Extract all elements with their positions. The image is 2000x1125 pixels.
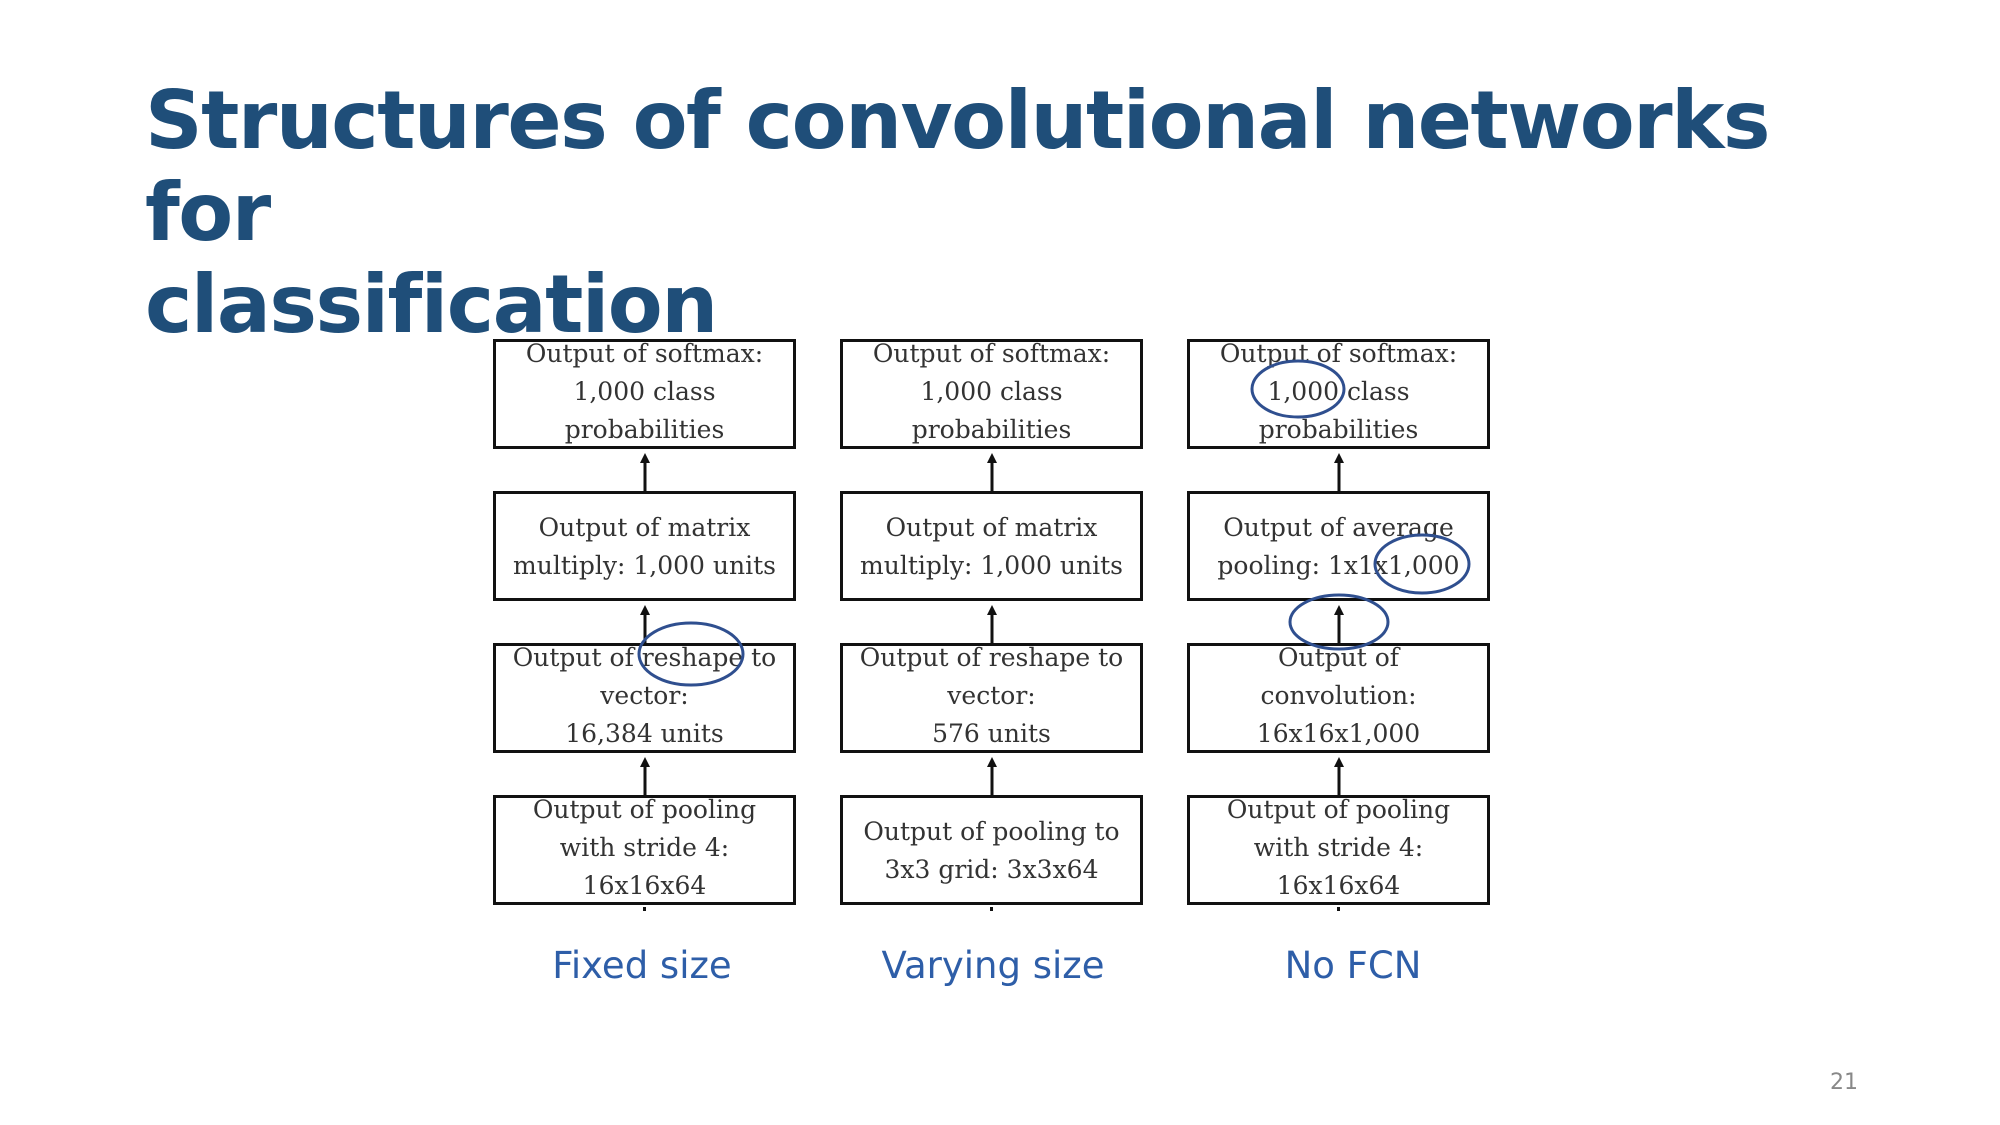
box-text-line: with stride 4: (559, 833, 730, 862)
box-text-line: Output of reshape to (859, 643, 1124, 672)
input-tick (643, 907, 646, 911)
box-text-line: Output of pooling (1226, 795, 1451, 824)
highlight-ellipse-1000-class (1250, 359, 1346, 419)
col1-pooling-box: Output of pooling with stride 4: 16x16x6… (493, 795, 796, 905)
box-text-line: Output of pooling (532, 795, 757, 824)
column-label-fixed-size: Fixed size (552, 944, 732, 987)
col3-pooling-box: Output of pooling with stride 4: 16x16x6… (1187, 795, 1490, 905)
col2-matrix-box: Output of matrix multiply: 1,000 units (840, 491, 1143, 601)
highlight-ellipse-reshape (637, 621, 745, 687)
box-text-line: multiply: 1,000 units (860, 551, 1123, 580)
highlight-ellipse-1x1x1000 (1373, 533, 1471, 595)
column-label-no-fcn: No FCN (1284, 944, 1422, 987)
box-text-line: multiply: 1,000 units (513, 551, 776, 580)
box-text-line: Output of average (1223, 513, 1454, 542)
col2-softmax-box: Output of softmax: 1,000 class probabili… (840, 339, 1143, 449)
slide-title: Structures of convolutional networks for… (145, 75, 1905, 351)
box-text-line: vector: (600, 681, 689, 710)
box-text-line: vector: (947, 681, 1036, 710)
box-text-line: probabilities (1258, 415, 1419, 444)
box-text-line: with stride 4: (1253, 833, 1424, 862)
arrows (640, 453, 1344, 795)
column-label-varying-size: Varying size (881, 944, 1105, 987)
box-text-line: 3x3 grid: 3x3x64 (884, 855, 1099, 884)
col1-matrix-box: Output of matrix multiply: 1,000 units (493, 491, 796, 601)
box-text-line: probabilities (911, 415, 1072, 444)
slide-title-line-2: classification (145, 258, 718, 351)
box-text-line: probabilities (564, 415, 725, 444)
box-text-line: 576 units (932, 719, 1051, 748)
col3-softmax-box: Output of softmax: 1,000 class probabili… (1187, 339, 1490, 449)
box-text-line: Output of softmax: (525, 339, 764, 368)
box-text-line: Output of softmax: (872, 339, 1111, 368)
box-text-line: 16x16x1,000 (1256, 719, 1421, 748)
box-text-line: convolution: (1260, 681, 1417, 710)
box-text-line: 16x16x64 (1276, 871, 1401, 900)
box-text-line: 16,384 units (565, 719, 724, 748)
box-text-line: pooling: 1x1x1,000 (1217, 551, 1460, 580)
input-tick (990, 907, 993, 911)
box-text-line: 16x16x64 (582, 871, 707, 900)
box-text-line: 1,000 class (573, 377, 716, 406)
input-tick (1337, 907, 1340, 911)
annotation-ellipses (637, 359, 1471, 687)
col2-pooling-box: Output of pooling to 3x3 grid: 3x3x64 (840, 795, 1143, 905)
col3-avgpool-box: Output of average pooling: 1x1x1,000 (1187, 491, 1490, 601)
col2-reshape-box: Output of reshape to vector: 576 units (840, 643, 1143, 753)
box-text-line: Output of pooling to (863, 817, 1120, 846)
page-number: 21 (1830, 1070, 1858, 1095)
slide-title-line-1: Structures of convolutional networks for (145, 74, 1770, 259)
highlight-ellipse-conv-arrow (1288, 593, 1390, 651)
box-text-line: Output of matrix (885, 513, 1098, 542)
box-text-line: Output of matrix (538, 513, 751, 542)
input-ticks (643, 907, 1340, 911)
col3-convolution-box: Output of convolution: 16x16x1,000 (1187, 643, 1490, 753)
box-text-line: Output of softmax: (1219, 339, 1458, 368)
box-text-line: 1,000 class (920, 377, 1063, 406)
col1-softmax-box: Output of softmax: 1,000 class probabili… (493, 339, 796, 449)
